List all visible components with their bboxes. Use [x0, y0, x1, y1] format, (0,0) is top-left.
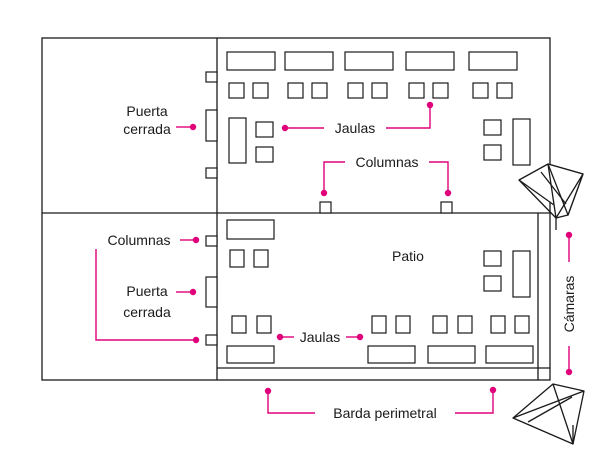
- cage: [226, 345, 275, 364]
- cage: [371, 315, 387, 334]
- outer-wall: [41, 37, 551, 381]
- cage: [228, 82, 245, 99]
- cage: [252, 82, 269, 99]
- cage: [231, 315, 247, 334]
- cage: [483, 119, 502, 136]
- cage: [395, 315, 411, 334]
- label-puerta-cerrada-bottom-line1: Puerta: [126, 283, 167, 299]
- label-columnas-top: Columnas: [355, 154, 418, 170]
- label-jaulas-bottom: Jaulas: [300, 329, 340, 345]
- cage: [344, 51, 394, 71]
- cages-top: [226, 51, 531, 166]
- cage: [228, 117, 247, 164]
- cage: [253, 249, 269, 268]
- cage: [371, 82, 388, 99]
- cage: [432, 82, 449, 99]
- column-square: [205, 167, 218, 179]
- cage: [514, 315, 530, 334]
- cages-bottom: [226, 219, 534, 364]
- closed-door: [205, 109, 218, 142]
- column: [440, 201, 453, 214]
- cage: [483, 250, 502, 267]
- label-puerta-cerrada-bottom-line2: cerrada: [123, 304, 171, 320]
- cage: [468, 51, 518, 71]
- cage: [405, 51, 455, 71]
- cage: [287, 82, 304, 99]
- column: [319, 201, 332, 214]
- label-camaras: Cámaras: [561, 276, 577, 333]
- camera-top-icon: [518, 163, 584, 230]
- cage: [408, 82, 425, 99]
- walls: [41, 37, 551, 381]
- label-barda-perimetral: Barda perimetral: [333, 405, 437, 421]
- cage: [284, 51, 334, 71]
- cage: [472, 82, 489, 99]
- leader-lines: [95, 101, 573, 414]
- cage: [490, 315, 506, 334]
- column-square: [205, 235, 218, 247]
- closed-door: [205, 276, 218, 308]
- columns-middle: [319, 201, 453, 214]
- column-square: [205, 71, 218, 83]
- cage: [432, 315, 448, 334]
- cage: [485, 345, 534, 364]
- label-patio: Patio: [392, 248, 424, 264]
- column-square: [205, 334, 218, 346]
- cage: [255, 121, 274, 138]
- camera-bottom-icon: [512, 383, 585, 445]
- cage: [512, 118, 531, 166]
- cage: [512, 250, 531, 298]
- cage: [483, 144, 502, 161]
- cage: [256, 315, 272, 334]
- cage: [347, 82, 364, 99]
- cage: [483, 275, 502, 292]
- cage: [255, 146, 274, 163]
- cage: [226, 51, 276, 71]
- label-columnas-left: Columnas: [107, 232, 170, 248]
- label-jaulas-top: Jaulas: [335, 120, 375, 136]
- cage: [311, 82, 328, 99]
- cage: [226, 219, 275, 240]
- cage: [367, 345, 416, 364]
- cage: [229, 249, 245, 268]
- cage: [427, 345, 476, 364]
- top-room-openings: [205, 71, 218, 179]
- cage: [457, 315, 473, 334]
- label-puerta-cerrada-top-line2: cerrada: [123, 121, 171, 137]
- bottom-room-openings: [205, 235, 218, 346]
- labels: Puerta cerrada Jaulas Columnas Columnas …: [107, 103, 577, 421]
- label-puerta-cerrada-top-line1: Puerta: [126, 103, 167, 119]
- cage: [496, 82, 513, 99]
